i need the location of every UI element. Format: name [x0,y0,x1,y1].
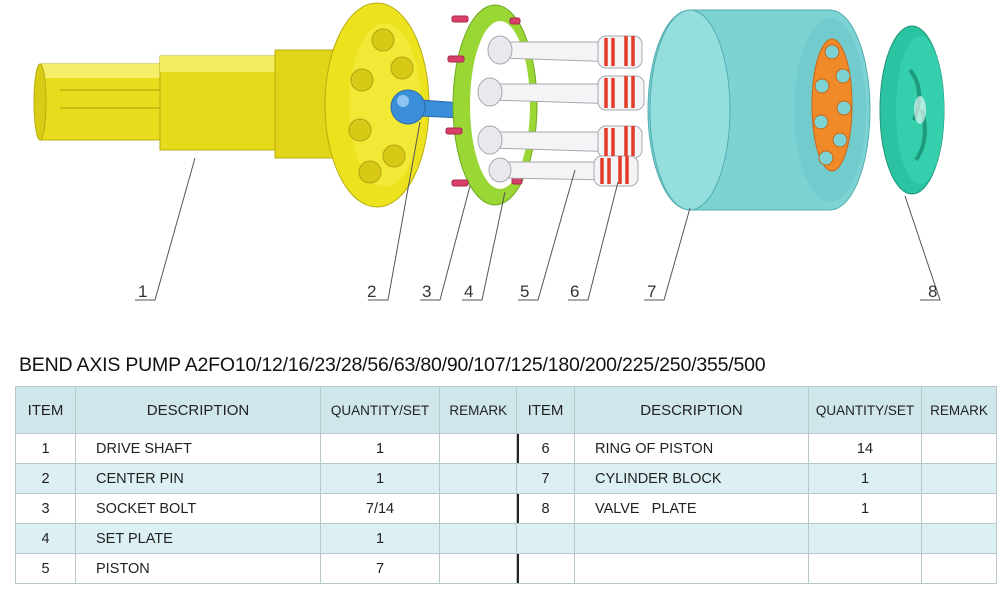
cell-remark [921,493,997,524]
parts-table-left: ITEM DESCRIPTION QUANTITY/SET REMARK 1 D… [15,386,519,584]
cell-description: DRIVE SHAFT [75,433,321,464]
cell-quantity: 1 [808,493,922,524]
cell-item [516,523,575,554]
piston-rings [600,36,635,184]
callout-5: 5 [520,282,529,301]
table-header-row: ITEM DESCRIPTION QUANTITY/SET REMARK [15,386,518,434]
cell-remark [921,523,997,554]
cell-quantity: 1 [320,463,440,494]
cell-description: SET PLATE [75,523,321,554]
drive-flange [324,2,430,208]
cell-quantity: 1 [808,463,922,494]
callout-4: 4 [464,282,473,301]
cell-item: 5 [15,553,76,584]
cell-remark [921,433,997,464]
table-row: 6 RING OF PISTON 14 [516,433,997,464]
table-row: 8 VALVE PLATE 1 [516,493,997,524]
leader-lines [135,121,941,301]
cell-item: 8 [516,493,575,524]
header-remark: REMARK [921,386,997,434]
table-row: 1 DRIVE SHAFT 1 [15,433,518,464]
table-title: BEND AXIS PUMP A2FO10/12/16/23/28/56/63/… [19,354,766,376]
cell-quantity: 7 [320,553,440,584]
cell-item: 1 [15,433,76,464]
parts-table-right: ITEM DESCRIPTION QUANTITY/SET REMARK 6 R… [516,386,997,584]
header-quantity: QUANTITY/SET [320,386,440,434]
cell-remark [439,463,518,494]
cell-item: 4 [15,523,76,554]
header-description: DESCRIPTION [75,386,321,434]
cell-description [574,523,809,554]
callout-7: 7 [647,282,656,301]
table-row: 5 PISTON 7 [15,553,518,584]
header-item: ITEM [15,386,76,434]
cell-remark [439,523,518,554]
cell-item [516,553,575,584]
cell-quantity [808,553,922,584]
cell-quantity [808,523,922,554]
cell-quantity: 7/14 [320,493,440,524]
cell-remark [439,493,518,524]
table-header-row: ITEM DESCRIPTION QUANTITY/SET REMARK [516,386,997,434]
cell-remark [439,433,518,464]
valve-plate [879,25,945,195]
cell-description: CENTER PIN [75,463,321,494]
exploded-pump-diagram: 1 2 3 4 5 6 7 8 [33,2,945,301]
callout-6: 6 [570,282,579,301]
table-row: 4 SET PLATE 1 [15,523,518,554]
cell-quantity: 1 [320,523,440,554]
cell-item: 6 [516,433,575,464]
cell-item: 2 [15,463,76,494]
callout-numbers: 1 2 3 4 5 6 7 8 [138,282,937,301]
cell-remark [439,553,518,584]
drive-shaft [33,49,336,159]
table-row: 2 CENTER PIN 1 [15,463,518,494]
cell-quantity: 14 [808,433,922,464]
cell-remark [921,463,997,494]
table-row [516,553,997,584]
callout-1: 1 [138,282,147,301]
header-remark: REMARK [439,386,518,434]
table-row: 7 CYLINDER BLOCK 1 [516,463,997,494]
header-item: ITEM [516,386,575,434]
cell-remark [921,553,997,584]
header-quantity: QUANTITY/SET [808,386,922,434]
cell-description [574,553,809,584]
callout-2: 2 [367,282,376,301]
cell-item: 7 [516,463,575,494]
cell-description: RING OF PISTON [574,433,809,464]
table-row: 3 SOCKET BOLT 7/14 [15,493,518,524]
callout-8: 8 [928,282,937,301]
callout-3: 3 [422,282,431,301]
cylinder-block [647,9,871,211]
table-row [516,523,997,554]
cell-description: SOCKET BOLT [75,493,321,524]
header-description: DESCRIPTION [574,386,809,434]
cell-item: 3 [15,493,76,524]
cell-description: CYLINDER BLOCK [574,463,809,494]
cell-description: VALVE PLATE [574,493,809,524]
cell-quantity: 1 [320,433,440,464]
cell-description: PISTON [75,553,321,584]
